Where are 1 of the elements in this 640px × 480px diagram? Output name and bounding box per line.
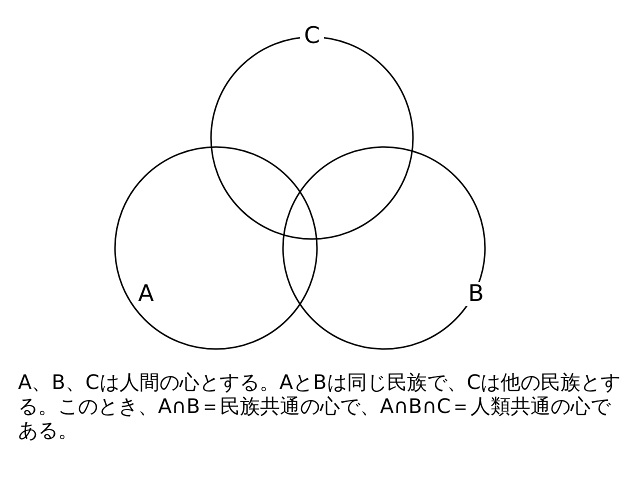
caption-text: A、B、Cは人間の心とする。AとBは同じ民族で、Cは他の民族とする。このとき、A∩B＝民族共通の心で、A∩B∩C＝人類共通の心である。 xyxy=(18,370,622,442)
